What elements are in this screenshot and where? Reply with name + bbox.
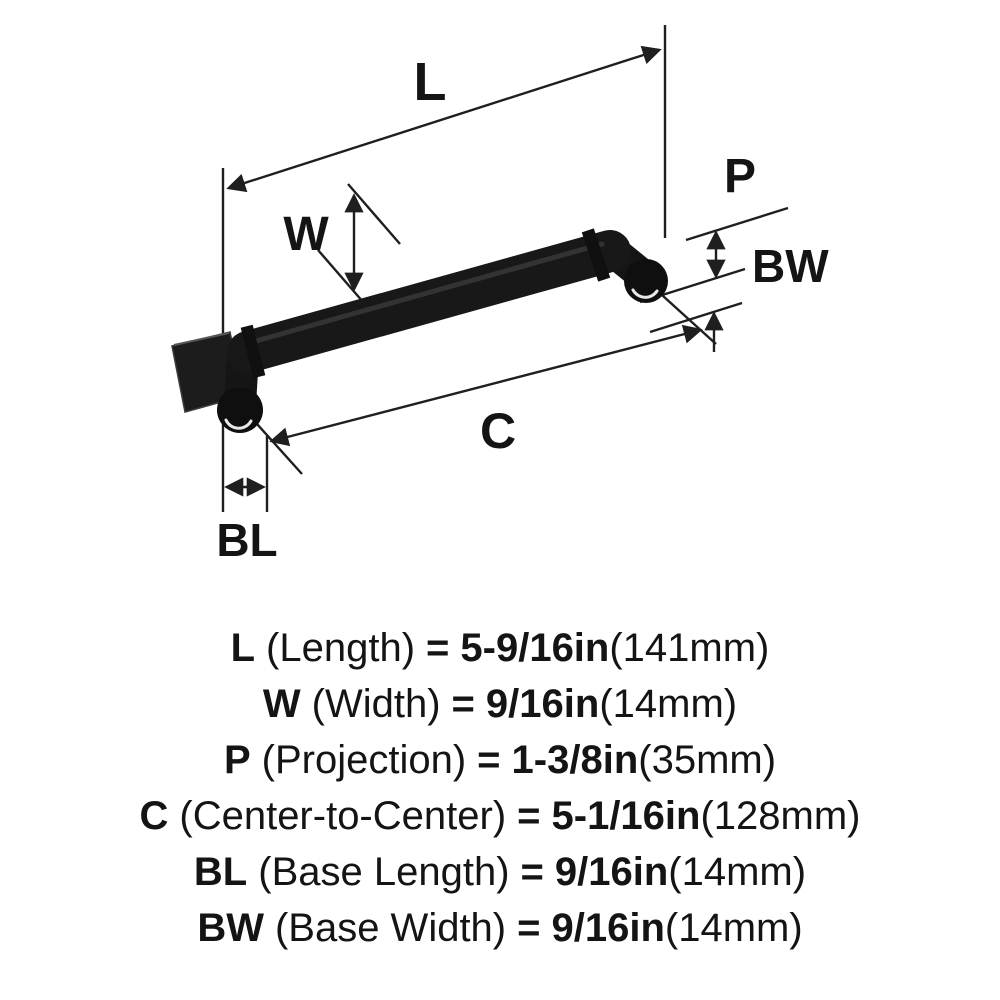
legend-metric: (14mm) (668, 850, 807, 894)
legend-equals: = (477, 738, 501, 782)
legend-metric: (128mm) (700, 794, 861, 838)
legend-value: 9/16in (485, 682, 600, 726)
legend-row-center-to-center: C(Center-to-Center)=5-1/16in(128mm) (0, 788, 1000, 844)
legend-name: (Width) (311, 682, 441, 726)
legend-name: (Projection) (261, 738, 467, 782)
legend-value: 9/16in (551, 906, 665, 950)
legend-row-base-length: BL(Base Length)=9/16in(14mm) (0, 844, 1000, 900)
legend-code: C (139, 794, 169, 838)
base-plate-highlight-edge (173, 332, 230, 346)
handle-dimension-drawing: L W P BW C BL (171, 25, 829, 566)
dim-label-center: C (480, 403, 516, 459)
legend-row-length: L(Length)=5-9/16in(141mm) (0, 620, 1000, 676)
legend-equals: = (520, 850, 544, 894)
ext-tick-width-upper (347, 183, 401, 245)
dim-label-length: L (414, 52, 447, 112)
dimension-arrows (224, 45, 726, 497)
legend-equals: = (517, 794, 541, 838)
legend-metric: (141mm) (609, 626, 770, 670)
legend-metric: (14mm) (664, 906, 803, 950)
legend-row-width: W(Width)=9/16in(14mm) (0, 676, 1000, 732)
left-foot-highlight (224, 418, 253, 430)
legend-name: (Base Width) (274, 906, 507, 950)
legend-value: 9/16in (554, 850, 669, 894)
handle-grip-bar (227, 230, 631, 373)
grip-right-flange (581, 228, 611, 282)
legend-name: (Length) (266, 626, 416, 670)
ext-tick-center-right (651, 285, 717, 345)
legend-code: P (223, 738, 251, 782)
legend-equals: = (517, 906, 541, 950)
dimension-labels: L W P BW C BL (216, 52, 829, 566)
legend-equals: = (426, 626, 450, 670)
ref-line-projection-top (685, 206, 789, 242)
legend-row-projection: P(Projection)=1-3/8in(35mm) (0, 732, 1000, 788)
legend-code: W (262, 682, 301, 726)
legend-code: BL (193, 850, 248, 894)
legend-code: BW (197, 906, 264, 950)
legend-code: L (230, 626, 256, 670)
measurement-legend: L(Length)=5-9/16in(141mm) W(Width)=9/16i… (0, 620, 1000, 956)
legend-value: 1-3/8in (511, 738, 639, 782)
ref-line-base-width-bottom (649, 301, 743, 334)
legend-value: 5-1/16in (551, 794, 701, 838)
dim-label-projection: P (724, 150, 756, 203)
dim-arrow-center-to-center (269, 324, 703, 447)
dim-label-base-width: BW (752, 240, 829, 292)
legend-equals: = (451, 682, 475, 726)
legend-name: (Base Length) (258, 850, 510, 894)
legend-name: (Center-to-Center) (179, 794, 507, 838)
dim-label-width: W (283, 208, 329, 261)
cabinet-pull-handle (171, 228, 668, 433)
grip-left-flange (240, 324, 266, 379)
handle-left-foot (217, 387, 263, 433)
legend-metric: (14mm) (599, 682, 738, 726)
legend-row-base-width: BW(Base Width)=9/16in(14mm) (0, 900, 1000, 956)
legend-metric: (35mm) (638, 738, 777, 782)
dim-arrow-length (226, 45, 662, 193)
right-foot-highlight (631, 288, 659, 299)
legend-value: 5-9/16in (460, 626, 610, 670)
dim-label-base-length: BL (216, 514, 277, 566)
